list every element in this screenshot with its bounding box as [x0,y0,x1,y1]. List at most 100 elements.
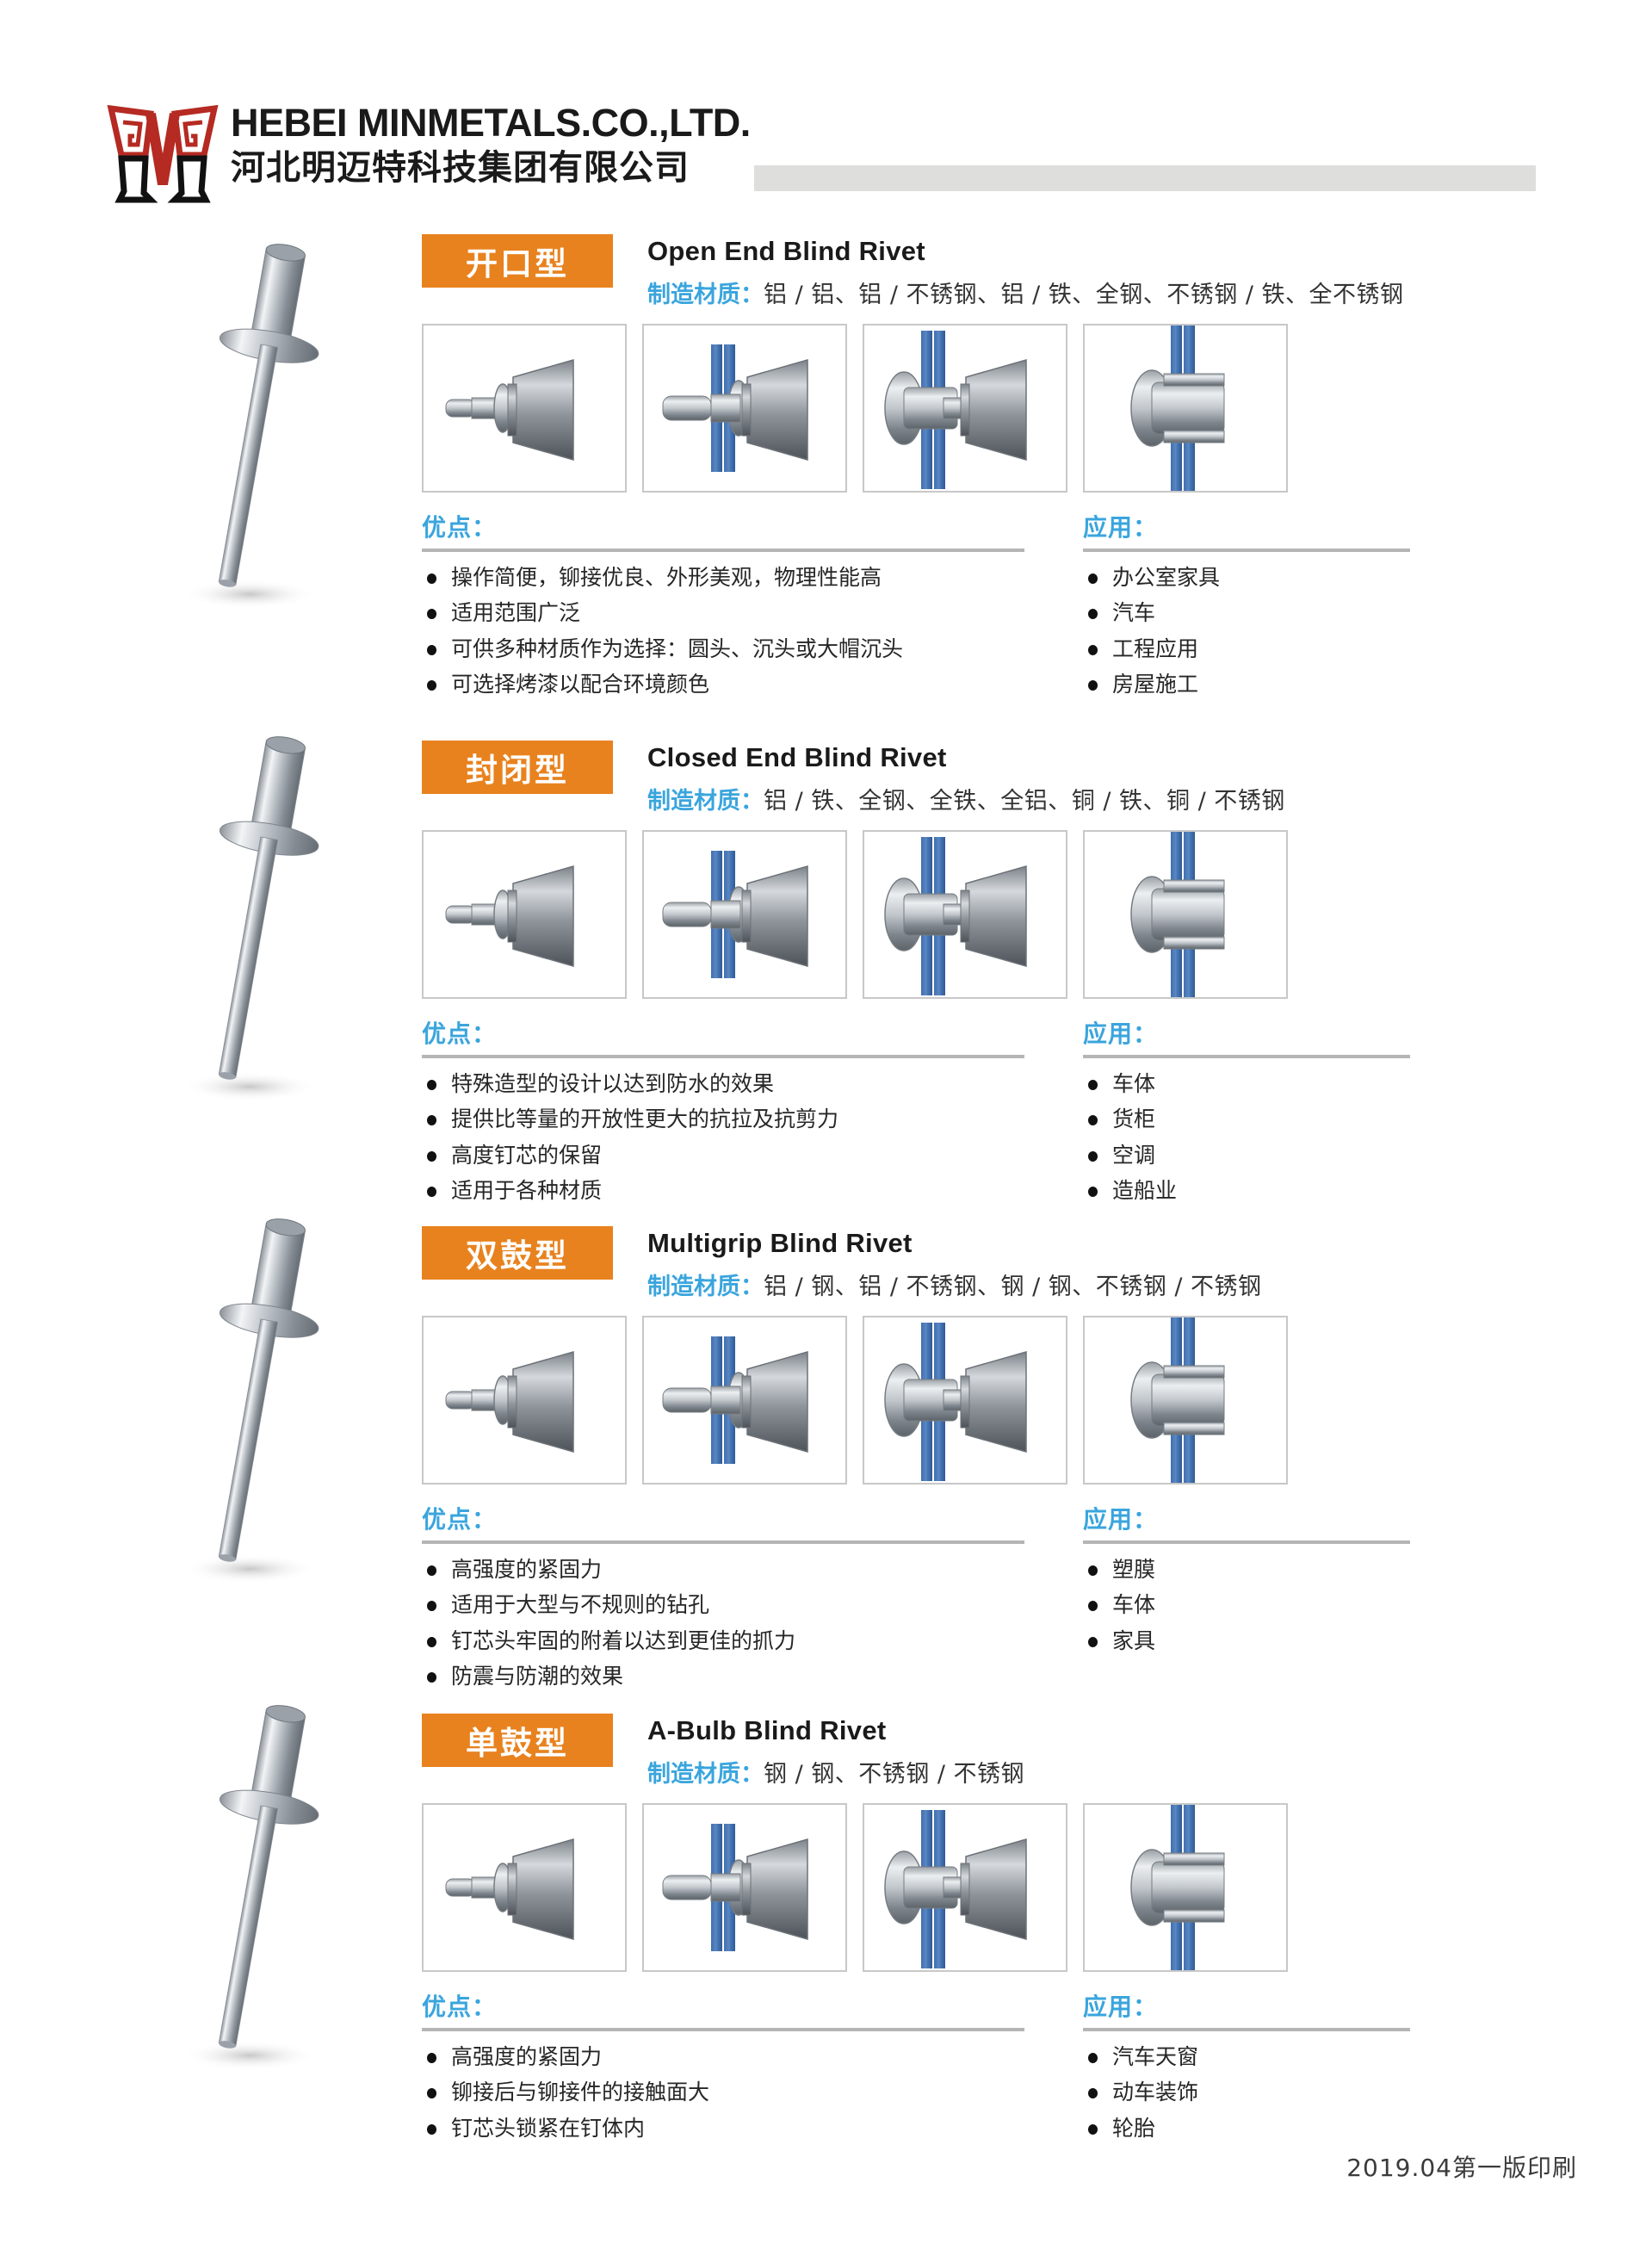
step-rivet-pulling [863,830,1067,999]
brand-block: HEBEI MINMETALS.CO.,LTD. 河北明迈特科技集团有限公司 [231,103,751,185]
minmetals-m-logo-icon [106,102,220,207]
advantages-list: 高强度的紧固力适用于大型与不规则的钻孔钉芯头牢固的附着以达到更佳的抓力防震与防潮… [422,1554,1035,1692]
advantages-column: 优点： 高强度的紧固力铆接后与铆接件的接触面大钉芯头锁紧在钉体内 [422,1993,1035,2148]
applications-heading: 应用： [1083,513,1159,542]
step-rivet-set [1083,1316,1288,1485]
section-type-badge: 封闭型 [422,741,613,794]
application-item: 塑膜 [1083,1554,1410,1585]
section-type-badge: 开口型 [422,234,613,288]
step-rivet-inserted [642,1803,847,1972]
materials-label: 制造材质： [647,788,764,815]
advantages-rule [422,1540,1024,1544]
section-title-english: Open End Blind Rivet [647,236,925,266]
application-item: 造船业 [1083,1175,1410,1206]
section-header: 开口型 Open End Blind Rivet 制造材质：铝 / 铝、铝 / … [422,234,1593,317]
step-rivet-pulling [863,324,1067,493]
step-rivet-set [1083,1803,1288,1972]
step-rivet-pulling [863,1316,1067,1485]
applications-column: 应用： 办公室家具汽车工程应用房屋施工 [1083,513,1410,705]
section-type-badge: 双鼓型 [422,1226,613,1280]
materials-value: 铝 / 铝、铝 / 不锈钢、铝 / 铁、全钢、不锈钢 / 铁、全不锈钢 [764,282,1404,308]
step-rivet-set [1083,830,1288,999]
materials-label: 制造材质： [647,1761,764,1788]
materials-line: 制造材质：铝 / 铝、铝 / 不锈钢、铝 / 铁、全钢、不锈钢 / 铁、全不锈钢 [647,276,1404,309]
advantages-heading: 优点： [422,513,498,542]
step-rivet-loose [422,1803,627,1972]
page-header: HEBEI MINMETALS.CO.,LTD. 河北明迈特科技集团有限公司 [0,0,1652,215]
advantages-heading: 优点： [422,1993,498,2021]
section-content: 单鼓型 A-Bulb Blind Rivet 制造材质：钢 / 钢、不锈钢 / … [422,1714,1593,2141]
application-item: 车体 [1083,1590,1410,1621]
materials-line: 制造材质：铝 / 钢、铝 / 不锈钢、钢 / 钢、不锈钢 / 不锈钢 [647,1268,1262,1301]
advantage-item: 特殊造型的设计以达到防水的效果 [422,1069,1035,1100]
section-header: 单鼓型 A-Bulb Blind Rivet 制造材质：钢 / 钢、不锈钢 / … [422,1714,1593,1796]
step-rivet-inserted [642,1316,847,1485]
section-type-badge: 单鼓型 [422,1714,613,1767]
materials-value: 铝 / 钢、铝 / 不锈钢、钢 / 钢、不锈钢 / 不锈钢 [764,1274,1262,1300]
advantage-item: 钉芯头锁紧在钉体内 [422,2113,1035,2144]
brand-name-chinese: 河北明迈特科技集团有限公司 [231,148,690,188]
application-item: 空调 [1083,1140,1410,1171]
step-rivet-set [1083,324,1288,493]
applications-list: 汽车天窗动车装饰轮胎 [1083,2042,1410,2144]
advantages-list: 操作简便，铆接优良、外形美观，物理性能高适用范围广泛可供多种材质作为选择：圆头、… [422,562,1035,700]
application-item: 车体 [1083,1069,1410,1100]
applications-rule [1083,548,1410,552]
section-header: 封闭型 Closed End Blind Rivet 制造材质：铝 / 铁、全钢… [422,741,1593,823]
section-content: 封闭型 Closed End Blind Rivet 制造材质：铝 / 铁、全钢… [422,741,1593,1203]
section-content: 开口型 Open End Blind Rivet 制造材质：铝 / 铝、铝 / … [422,234,1593,697]
application-item: 轮胎 [1083,2113,1410,2144]
materials-value: 铝 / 铁、全钢、全铁、全铝、铜 / 铁、铜 / 不锈钢 [764,788,1285,815]
section-title-english: Multigrip Blind Rivet [647,1228,913,1258]
application-item: 动车装饰 [1083,2077,1410,2108]
installation-steps [422,1803,1593,1972]
section-header: 双鼓型 Multigrip Blind Rivet 制造材质：铝 / 钢、铝 /… [422,1226,1593,1309]
step-rivet-pulling [863,1803,1067,1972]
advantages-list: 特殊造型的设计以达到防水的效果提供比等量的开放性更大的抗拉及抗剪力高度钉芯的保留… [422,1069,1035,1206]
applications-rule [1083,1054,1410,1058]
applications-column: 应用： 塑膜车体家具 [1083,1505,1410,1661]
application-item: 货柜 [1083,1104,1410,1135]
application-item: 汽车 [1083,598,1410,629]
section-content: 双鼓型 Multigrip Blind Rivet 制造材质：铝 / 钢、铝 /… [422,1226,1593,1689]
applications-list: 办公室家具汽车工程应用房屋施工 [1083,562,1410,700]
applications-column: 应用： 汽车天窗动车装饰轮胎 [1083,1993,1410,2148]
advantages-column: 优点： 特殊造型的设计以达到防水的效果提供比等量的开放性更大的抗拉及抗剪力高度钉… [422,1020,1035,1212]
print-edition-note: 2019.04第一版印刷 [1346,2154,1577,2182]
applications-rule [1083,1540,1410,1544]
advantage-item: 操作简便，铆接优良、外形美观，物理性能高 [422,562,1035,593]
installation-steps [422,1316,1593,1485]
materials-value: 钢 / 钢、不锈钢 / 不锈钢 [764,1761,1025,1788]
advantages-rule [422,2027,1024,2031]
application-item: 汽车天窗 [1083,2042,1410,2073]
step-rivet-loose [422,1316,627,1485]
application-item: 房屋施工 [1083,669,1410,700]
advantages-heading: 优点： [422,1505,498,1534]
step-rivet-loose [422,830,627,999]
step-rivet-inserted [642,830,847,999]
materials-label: 制造材质： [647,282,764,308]
installation-steps [422,830,1593,999]
advantages-rule [422,548,1024,552]
step-rivet-inserted [642,324,847,493]
step-rivet-loose [422,324,627,493]
brand-name-english: HEBEI MINMETALS.CO.,LTD. [231,101,751,145]
advantage-item: 钉芯头牢固的附着以达到更佳的抓力 [422,1626,1035,1657]
advantage-item: 可选择烤漆以配合环境颜色 [422,669,1035,700]
applications-heading: 应用： [1083,1505,1159,1534]
section-title-english: Closed End Blind Rivet [647,742,947,772]
advantages-rule [422,1054,1024,1058]
applications-rule [1083,2027,1410,2031]
applications-heading: 应用： [1083,1993,1159,2021]
applications-heading: 应用： [1083,1020,1159,1048]
advantages-list: 高强度的紧固力铆接后与铆接件的接触面大钉芯头锁紧在钉体内 [422,2042,1035,2144]
advantage-item: 提供比等量的开放性更大的抗拉及抗剪力 [422,1104,1035,1135]
advantage-item: 适用范围广泛 [422,598,1035,629]
advantage-item: 防震与防潮的效果 [422,1661,1035,1692]
application-item: 工程应用 [1083,634,1410,665]
materials-line: 制造材质：铝 / 铁、全钢、全铁、全铝、铜 / 铁、铜 / 不锈钢 [647,782,1285,815]
advantage-item: 高度钉芯的保留 [422,1140,1035,1171]
advantage-item: 适用于各种材质 [422,1175,1035,1206]
section-title-english: A-Bulb Blind Rivet [647,1715,887,1745]
